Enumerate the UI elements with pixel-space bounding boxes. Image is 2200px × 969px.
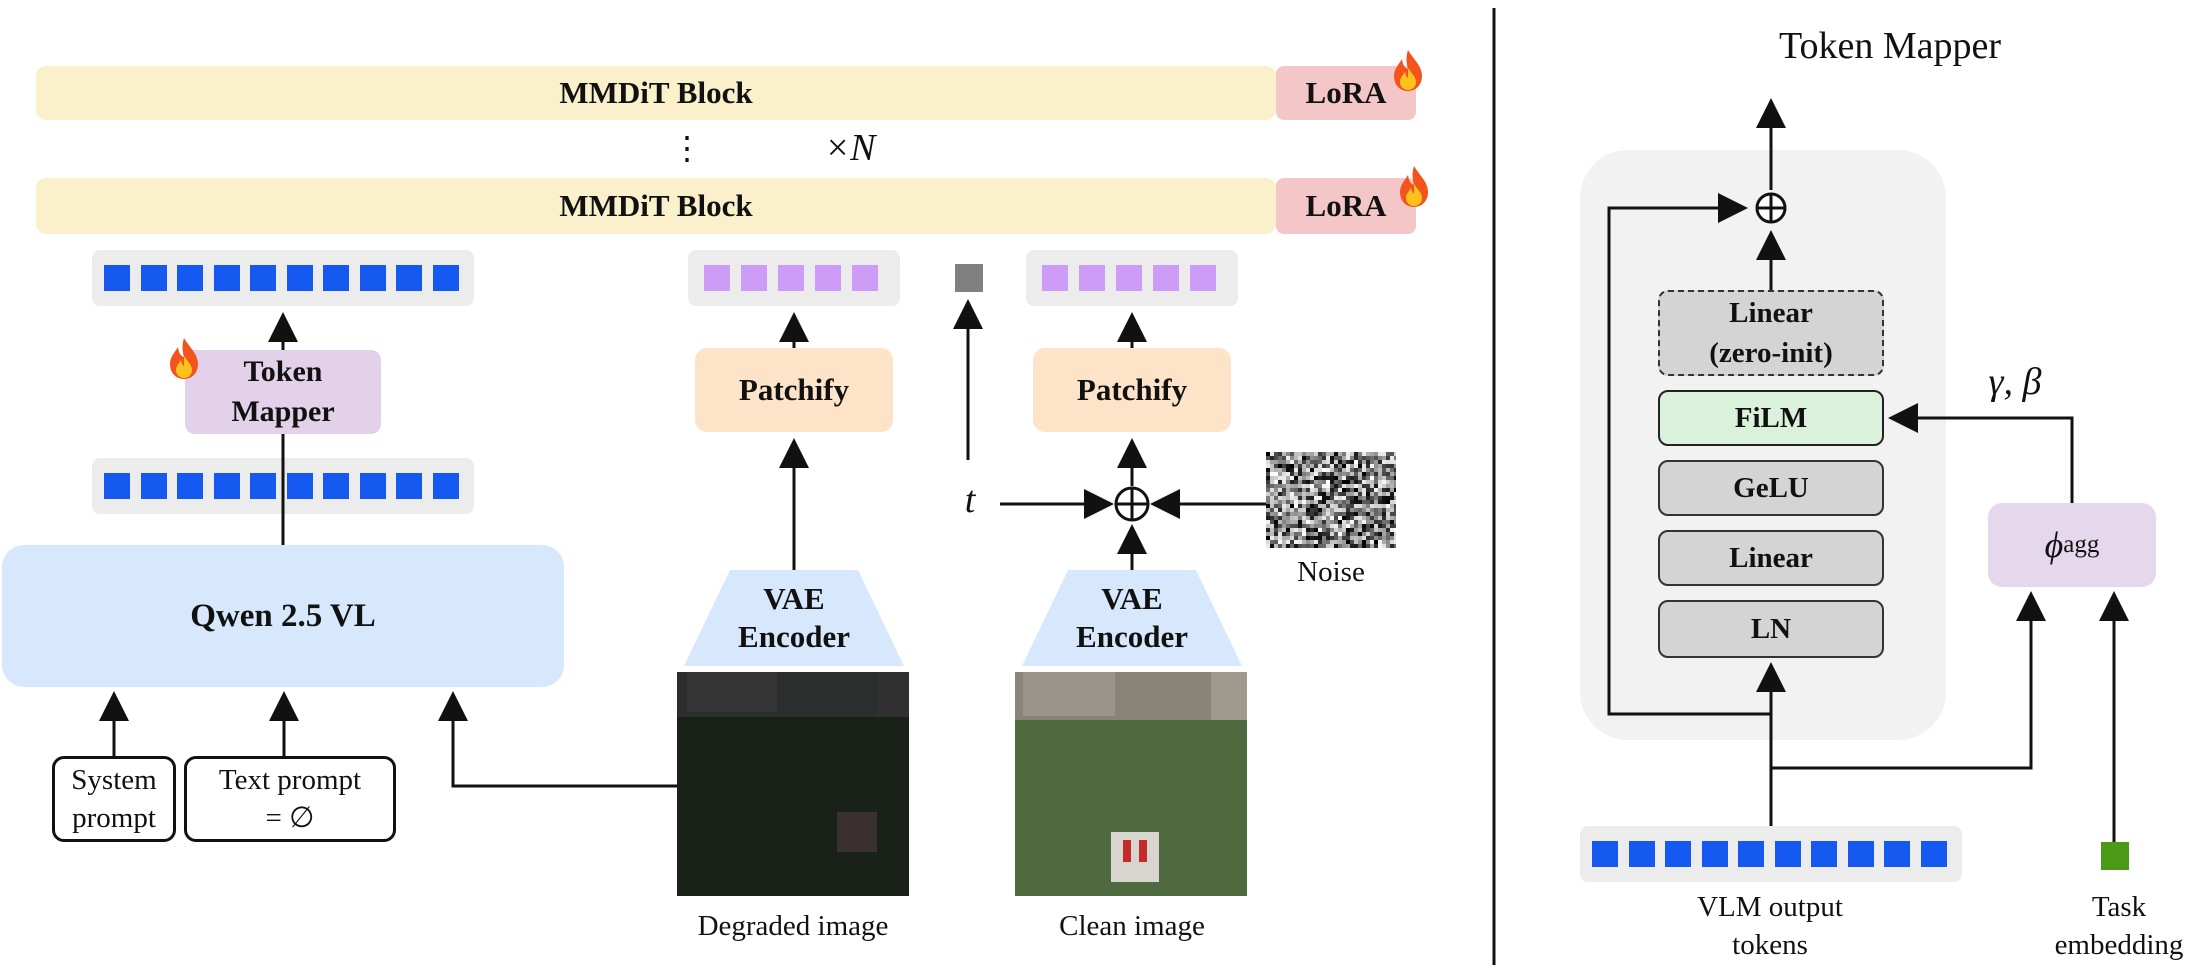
token-square bbox=[1079, 265, 1105, 291]
layer-norm: LN bbox=[1658, 600, 1884, 658]
lora-bottom: LoRA bbox=[1276, 178, 1416, 234]
system-prompt-box: System prompt bbox=[52, 756, 176, 842]
token-square bbox=[359, 473, 386, 499]
clean-image-caption: Clean image bbox=[1059, 909, 1205, 942]
token-square bbox=[286, 265, 313, 291]
circle-plus-icon bbox=[1114, 486, 1150, 522]
token-square bbox=[815, 265, 841, 291]
linear-zero-init-layer: Linear (zero-init) bbox=[1658, 290, 1884, 376]
token-square bbox=[323, 473, 349, 499]
degraded-image-caption: Degraded image bbox=[697, 909, 889, 942]
clean-image bbox=[1015, 672, 1247, 896]
token-mapper-box: Token Mapper bbox=[185, 350, 381, 434]
token-square bbox=[177, 473, 203, 499]
lora-top: LoRA bbox=[1276, 66, 1416, 120]
token-square bbox=[1738, 841, 1764, 867]
vae-encoder-clean bbox=[1022, 570, 1242, 666]
vlm-output-caption: VLM output tokens bbox=[1697, 891, 1843, 961]
token-square bbox=[140, 473, 167, 499]
token-square bbox=[104, 265, 130, 291]
token-square bbox=[1665, 841, 1691, 867]
linear-layer: Linear bbox=[1658, 530, 1884, 586]
task-embedding-caption: Task embedding bbox=[2054, 891, 2184, 961]
vae-encoder-degraded bbox=[684, 570, 904, 666]
token-square bbox=[778, 265, 804, 291]
token-square bbox=[1628, 841, 1655, 867]
mapped-token-tray bbox=[92, 250, 474, 306]
degraded-image-art bbox=[677, 672, 909, 896]
token-square bbox=[1116, 265, 1142, 291]
repeat-n-label: ×N bbox=[824, 127, 876, 169]
token-square bbox=[432, 473, 459, 499]
token-square bbox=[286, 473, 313, 499]
qwen-vl-box: Qwen 2.5 VL bbox=[2, 545, 564, 687]
gamma-beta-label: γ, β bbox=[1988, 361, 2042, 403]
token-square bbox=[1774, 841, 1801, 867]
token-square bbox=[1811, 841, 1837, 867]
token-square bbox=[852, 265, 878, 291]
noise-image bbox=[1266, 452, 1396, 548]
patchify-degraded-box: Patchify bbox=[695, 348, 893, 432]
text-prompt-box: Text prompt = ∅ bbox=[184, 756, 396, 842]
token-square bbox=[1920, 841, 1947, 867]
vlm-output-tray bbox=[1580, 826, 1962, 882]
token-square bbox=[213, 473, 240, 499]
film-layer: FiLM bbox=[1658, 390, 1884, 446]
token-mapper-title: Token Mapper bbox=[1778, 25, 2002, 67]
fire-icon bbox=[170, 338, 198, 379]
ellipsis-dots: ⋮ bbox=[671, 130, 703, 166]
timestep-token bbox=[955, 264, 983, 292]
token-square bbox=[396, 265, 422, 291]
token-square bbox=[1847, 841, 1874, 867]
vae-encoder-degraded-label: VAE Encoder bbox=[738, 581, 850, 654]
mmdit-block-bottom: MMDiT Block bbox=[36, 178, 1276, 234]
clean-image-art bbox=[1015, 672, 1247, 896]
token-square bbox=[1153, 265, 1179, 291]
degraded-latent-tray bbox=[688, 250, 900, 306]
token-square bbox=[1190, 265, 1216, 291]
token-square bbox=[432, 265, 459, 291]
circle-plus-icon bbox=[1755, 192, 1787, 224]
noise-texture bbox=[1266, 452, 1396, 548]
degraded-image bbox=[677, 672, 909, 896]
token-square bbox=[213, 265, 240, 291]
mmdit-block-top: MMDiT Block bbox=[36, 66, 1276, 120]
left-connectors bbox=[99, 8, 1496, 965]
fire-icon bbox=[1400, 166, 1428, 207]
token-square bbox=[104, 473, 130, 499]
task-embedding-token bbox=[2101, 842, 2129, 870]
token-square bbox=[741, 265, 767, 291]
token-square bbox=[1592, 841, 1618, 867]
token-square bbox=[1042, 265, 1068, 291]
patchify-clean-box: Patchify bbox=[1033, 348, 1231, 432]
token-square bbox=[1884, 841, 1910, 867]
vae-encoder-clean-label: VAE Encoder bbox=[1076, 581, 1188, 654]
token-square bbox=[704, 265, 730, 291]
token-square bbox=[1701, 841, 1728, 867]
fire-icon bbox=[1394, 50, 1422, 91]
clean-latent-tray bbox=[1026, 250, 1238, 306]
token-square bbox=[359, 265, 386, 291]
timestep-label: t bbox=[964, 479, 976, 521]
token-square bbox=[323, 265, 349, 291]
gelu-layer: GeLU bbox=[1658, 460, 1884, 516]
token-square bbox=[140, 265, 167, 291]
noise-label: Noise bbox=[1297, 555, 1365, 588]
token-square bbox=[250, 473, 276, 499]
token-square bbox=[250, 265, 276, 291]
token-square bbox=[177, 265, 203, 291]
token-square bbox=[396, 473, 422, 499]
